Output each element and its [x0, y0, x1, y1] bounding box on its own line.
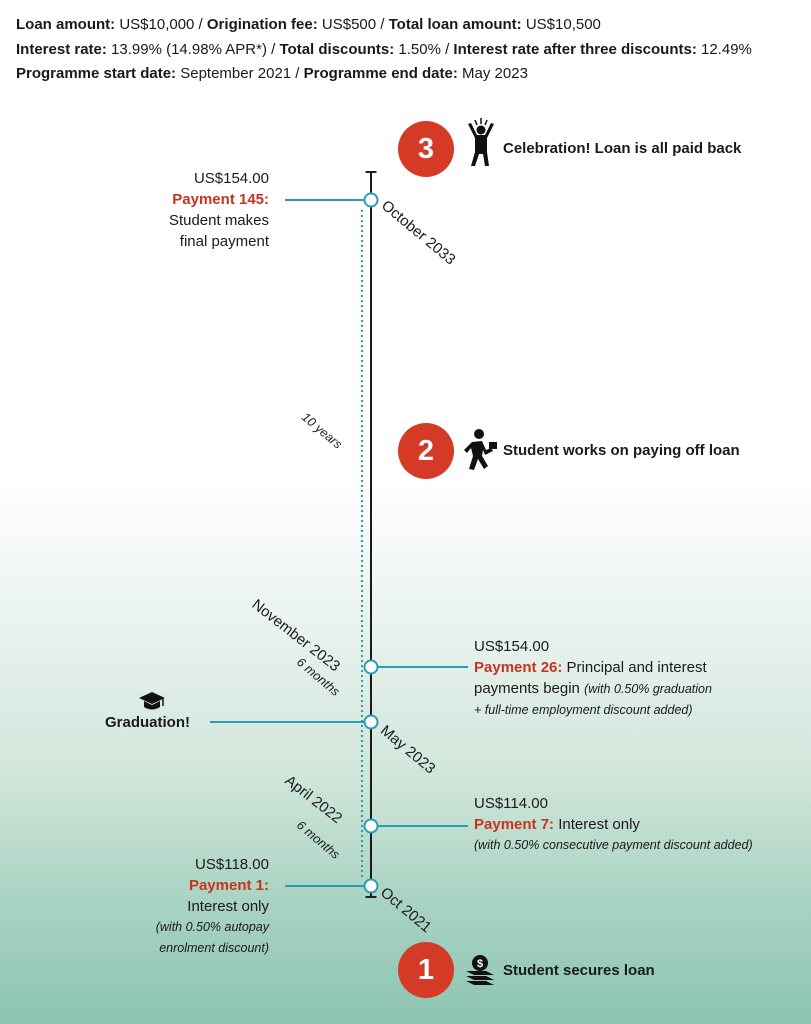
timeline-dot-may2023	[363, 714, 379, 730]
summary-row-3: Programme start date: September 2021 / P…	[16, 62, 752, 87]
stage-1-label: Student secures loan	[503, 962, 655, 979]
end-date-label: Programme end date:	[303, 65, 458, 82]
payment-145-line1: Student makes	[168, 212, 269, 229]
axis-bottom-tick	[365, 896, 377, 898]
payment-1-line1: Interest only	[187, 898, 269, 915]
axis-top-tick	[365, 171, 377, 173]
summary-row-1: Loan amount: US$10,000 / Origination fee…	[16, 13, 752, 38]
origination-fee-value: US$500 /	[317, 16, 389, 33]
payment-26-block: US$154.00 Payment 26: Principal and inte…	[474, 636, 712, 721]
start-date-label: Programme start date:	[16, 65, 177, 82]
timeline-dot-oct2021	[363, 878, 379, 894]
payment-26-text: Principal and interest	[562, 659, 707, 676]
start-date-value: September 2021 /	[176, 65, 304, 82]
timeline-dot-nov2023	[363, 659, 379, 675]
payment-1-note2: enrolment discount)	[159, 941, 269, 955]
payment-145-line2: final payment	[179, 233, 269, 250]
rate-after-value: 12.49%	[696, 40, 752, 58]
payment-7-text: Interest only	[554, 816, 640, 833]
payment-7-label: Payment 7:	[474, 816, 555, 833]
rate-after-label: Interest rate after three discounts:	[453, 40, 697, 58]
payment-1-note1: (with 0.50% autopay	[155, 920, 269, 934]
payment-1-amount: US$118.00	[195, 856, 269, 873]
payment-26-note1: (with 0.50% graduation	[584, 682, 712, 696]
total-discounts-value: 1.50% /	[394, 40, 454, 58]
origination-fee-label: Origination fee:	[206, 16, 318, 33]
loan-summary: Loan amount: US$10,000 / Origination fee…	[16, 13, 752, 87]
graduation-label: Graduation!	[105, 714, 190, 731]
interest-rate-label: Interest rate:	[16, 40, 107, 58]
total-loan-value: US$10,500	[521, 16, 601, 33]
payment-7-amount: US$114.00	[474, 795, 548, 812]
total-loan-label: Total loan amount:	[388, 16, 522, 33]
celebration-icon	[468, 118, 494, 166]
stage-2-badge: 2	[398, 423, 454, 479]
payment-1-block: US$118.00 Payment 1: Interest only (with…	[156, 854, 269, 959]
payment-145-block: US$154.00 Payment 145: Student makes fin…	[169, 168, 269, 252]
end-date-value: May 2023	[457, 65, 528, 82]
total-discounts-label: Total discounts:	[279, 40, 395, 58]
stage-3-number: 3	[417, 132, 435, 165]
timeline-dot-apr2022	[363, 818, 379, 834]
loan-amount-label: Loan amount:	[16, 16, 116, 33]
payment-26-line2: payments begin	[474, 680, 585, 697]
stage-1-number: 1	[417, 953, 435, 986]
interest-rate-value: 13.99% (14.98% APR*) /	[106, 40, 280, 58]
payment-145-label: Payment 145:	[172, 191, 269, 208]
stage-1-badge: 1	[398, 942, 454, 998]
stage-2-label: Student works on paying off loan	[503, 442, 740, 459]
worker-icon	[464, 429, 497, 470]
summary-row-2: Interest rate: 13.99% (14.98% APR*) / To…	[16, 38, 752, 63]
payment-26-amount: US$154.00	[474, 638, 550, 655]
svg-text:$: $	[477, 958, 483, 970]
money-stack-icon: $	[466, 955, 494, 985]
payment-7-block: US$114.00 Payment 7: Interest only (with…	[474, 793, 753, 856]
payment-26-note2: + full-time employment discount added)	[474, 703, 693, 717]
loan-amount-value: US$10,000 /	[115, 16, 207, 33]
stage-2-number: 2	[417, 434, 435, 467]
payment-145-amount: US$154.00	[193, 170, 269, 187]
payment-1-label: Payment 1:	[188, 877, 269, 894]
payment-7-note: (with 0.50% consecutive payment discount…	[474, 838, 753, 852]
graduation-cap-icon	[139, 692, 165, 710]
timeline-dot-oct2033	[363, 192, 379, 208]
stage-3-label: Celebration! Loan is all paid back	[503, 140, 742, 157]
payment-26-label: Payment 26:	[474, 659, 563, 676]
stage-3-badge: 3	[398, 121, 454, 177]
